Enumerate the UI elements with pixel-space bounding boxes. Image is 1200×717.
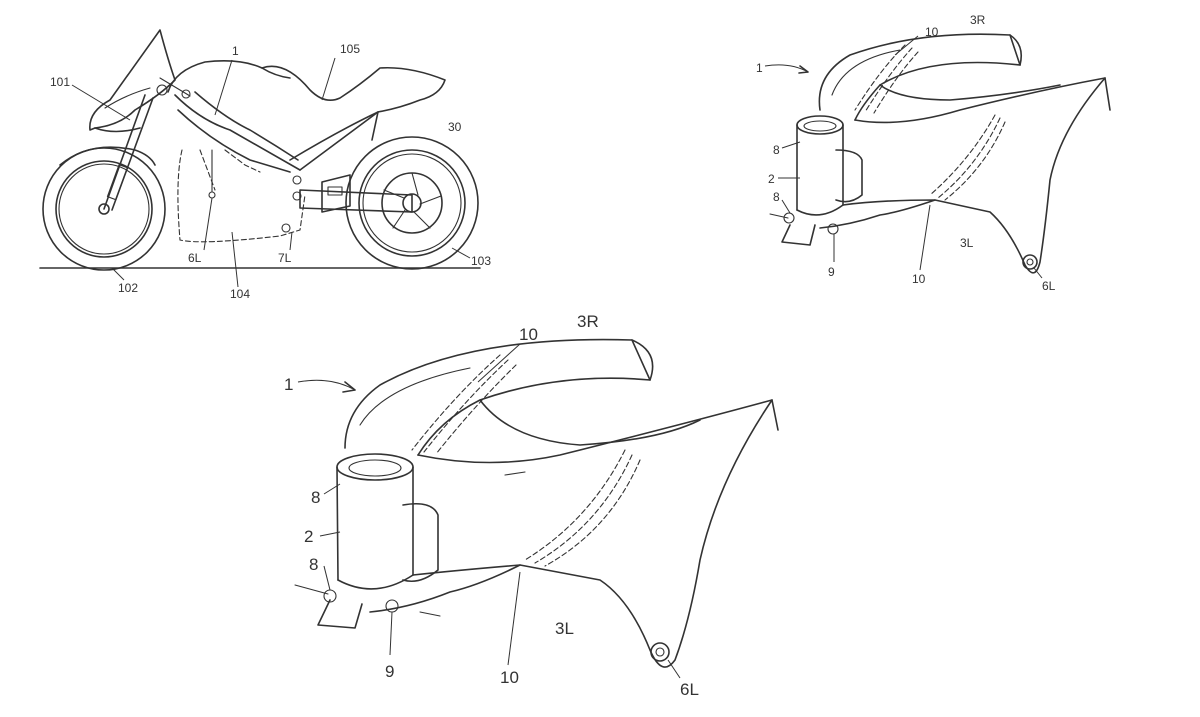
small-label-8a: 8 xyxy=(773,143,780,157)
frame-figure-small: 1 10 3R 8 2 8 9 10 3L 6L xyxy=(756,13,1111,293)
bike-label-6L: 6L xyxy=(188,251,202,265)
large-label-8b: 8 xyxy=(309,555,318,574)
bike-label-105: 105 xyxy=(340,42,360,56)
large-label-9: 9 xyxy=(385,662,394,681)
large-label-10b: 10 xyxy=(500,668,519,687)
large-label-1: 1 xyxy=(284,375,293,394)
bike-label-103: 103 xyxy=(471,254,491,268)
small-label-1: 1 xyxy=(756,61,763,75)
bike-label-1: 1 xyxy=(232,44,239,58)
small-label-9: 9 xyxy=(828,265,835,279)
bike-label-7L: 7L xyxy=(278,251,292,265)
small-label-8b: 8 xyxy=(773,190,780,204)
motorcycle-figure: 1 105 101 30 6L 7L 104 102 103 xyxy=(39,29,491,301)
rear-wheel xyxy=(345,136,479,270)
small-label-10b: 10 xyxy=(912,272,926,286)
small-label-3R: 3R xyxy=(970,13,986,27)
bike-label-101: 101 xyxy=(50,75,70,89)
large-label-2: 2 xyxy=(304,527,313,546)
bike-label-102: 102 xyxy=(118,281,138,295)
small-label-3L: 3L xyxy=(960,236,974,250)
small-label-6L: 6L xyxy=(1042,279,1056,293)
large-label-10: 10 xyxy=(519,325,538,344)
small-label-2: 2 xyxy=(768,172,775,186)
bike-label-30: 30 xyxy=(448,120,462,134)
frame-figure-large: 1 10 3R 8 2 8 9 10 3L 6L xyxy=(284,312,779,699)
small-label-10: 10 xyxy=(925,25,939,39)
bike-label-104: 104 xyxy=(230,287,250,301)
large-label-3R: 3R xyxy=(577,312,599,331)
large-label-8a: 8 xyxy=(311,488,320,507)
large-label-3L: 3L xyxy=(555,619,574,638)
large-label-6L: 6L xyxy=(680,680,699,699)
